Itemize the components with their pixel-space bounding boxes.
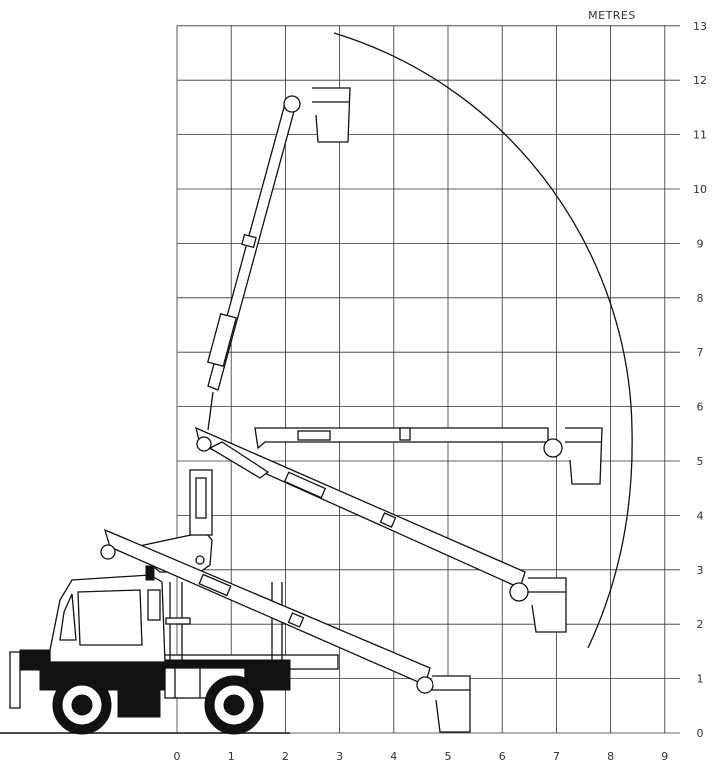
basket-high xyxy=(312,87,351,143)
boom-mid xyxy=(195,426,567,633)
basket-horizontal xyxy=(565,427,603,485)
x-tick-label: 1 xyxy=(228,750,235,763)
y-tick-label: 2 xyxy=(697,618,704,631)
y-tick-label: 1 xyxy=(697,673,704,686)
unit-label: METRES xyxy=(588,9,636,22)
y-tick-label: 11 xyxy=(693,129,707,142)
x-tick-label: 2 xyxy=(282,750,289,763)
y-tick-label: 7 xyxy=(697,346,704,359)
y-tick-label: 4 xyxy=(697,509,704,522)
y-tick-label: 3 xyxy=(697,564,704,577)
boom-horizontal xyxy=(208,427,603,485)
y-tick-label: 12 xyxy=(693,74,707,87)
x-tick-label: 6 xyxy=(499,750,506,763)
x-tick-label: 3 xyxy=(336,750,343,763)
x-tick-label: 7 xyxy=(553,750,560,763)
boom-low xyxy=(100,528,471,733)
y-tick-label: 8 xyxy=(697,292,704,305)
y-tick-label: 10 xyxy=(693,183,707,196)
grid xyxy=(176,25,680,734)
y-tick-label: 6 xyxy=(697,401,704,414)
x-tick-label: 8 xyxy=(607,750,614,763)
x-tick-label: 4 xyxy=(390,750,397,763)
x-tick-label: 0 xyxy=(174,750,181,763)
truck xyxy=(9,565,339,735)
x-tick-label: 5 xyxy=(445,750,452,763)
y-tick-label: 13 xyxy=(693,20,707,33)
y-tick-label: 9 xyxy=(697,237,704,250)
y-tick-label: 5 xyxy=(697,455,704,468)
boom-high xyxy=(207,87,351,431)
x-tick-label: 9 xyxy=(661,750,668,763)
x-axis-ticks: 0 1 2 3 4 5 6 7 8 9 xyxy=(174,750,669,763)
reach-envelope-arc xyxy=(333,32,633,649)
y-tick-label: 0 xyxy=(697,727,704,740)
basket-low xyxy=(432,675,471,733)
